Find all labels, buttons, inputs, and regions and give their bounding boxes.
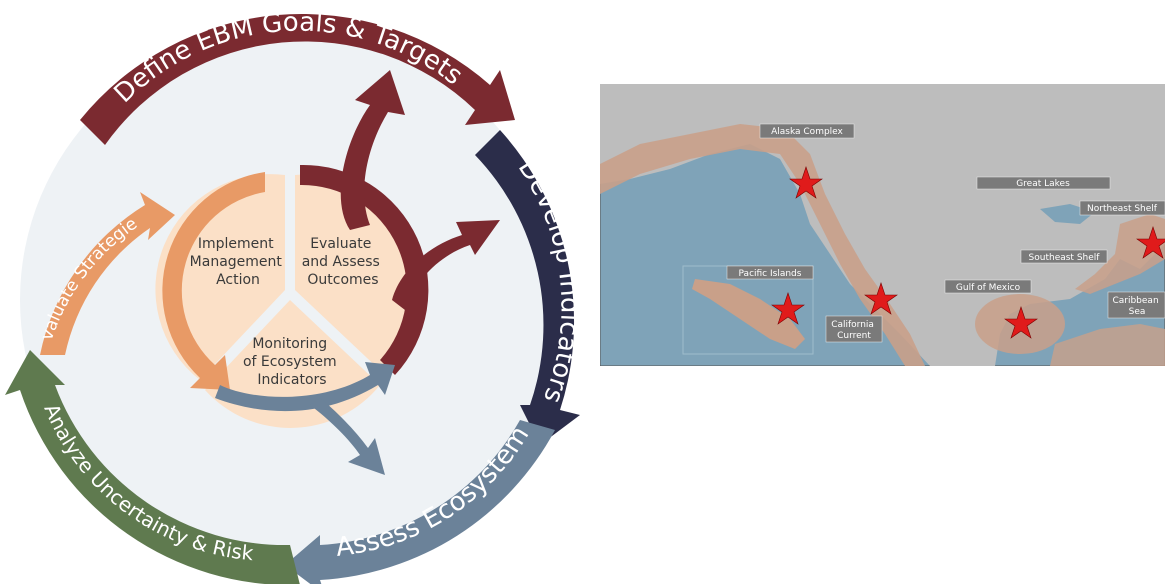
monitoring-label: Monitoring of Ecosystem Indicators (243, 336, 341, 388)
label-alaska: Alaska Complex (759, 123, 855, 139)
svg-text:California Current: California Current (831, 320, 877, 341)
svg-text:Northeast Shelf: Northeast Shelf (1087, 204, 1158, 214)
evaluate-right-arrow (392, 220, 500, 310)
label-california: California Current (825, 315, 883, 343)
core-circle: Implement Management Action Evaluate and… (155, 70, 500, 475)
label-southeast: Southeast Shelf (1020, 249, 1108, 264)
evaluate-arc (300, 164, 429, 375)
analyze-uncertainty-arrow (5, 350, 300, 584)
star-pacific-islands (771, 292, 805, 325)
svg-text:Southeast Shelf: Southeast Shelf (1029, 253, 1101, 263)
region-alaska (600, 124, 925, 366)
label-gulf: Gulf of Mexico (944, 279, 1032, 294)
svg-text:Pacific Islands: Pacific Islands (739, 269, 802, 279)
implement-label: Implement Management Action (190, 236, 287, 288)
svg-text:Great Lakes: Great Lakes (1016, 179, 1070, 189)
assess-ecosystem-arrow (285, 420, 555, 584)
svg-text:Gulf of Mexico: Gulf of Mexico (956, 283, 1021, 293)
evaluate-label: Evaluate and Assess Outcomes (302, 236, 385, 288)
develop-indicators-arrow (475, 130, 580, 445)
implement-arc (162, 172, 265, 390)
region-caribbean (1050, 324, 1165, 366)
ecosystem-region-map: Alaska Complex Great Lakes Northeast She… (600, 84, 1165, 366)
label-great-lakes: Great Lakes (976, 176, 1111, 190)
label-pacific-islands: Pacific Islands (726, 265, 814, 280)
star-alaska (789, 166, 823, 199)
star-gulf (1004, 306, 1038, 339)
label-northeast: Northeast Shelf (1079, 200, 1165, 216)
evaluate-up-arrow (340, 70, 405, 230)
svg-text:Caribbean Sea: Caribbean Sea (1112, 296, 1161, 317)
define-goals-arrow (80, 14, 515, 146)
star-california (864, 282, 898, 315)
monitoring-down-arrow (310, 398, 385, 475)
ebm-cycle-diagram: Define EBM Goals & Targets Develop Indic… (5, 14, 580, 584)
star-northeast (1136, 226, 1165, 259)
region-pacific-islands (692, 279, 805, 349)
svg-text:Alaska Complex: Alaska Complex (771, 127, 843, 137)
monitoring-arrow (215, 362, 395, 412)
evaluate-strategies-arrow (40, 192, 175, 355)
label-caribbean: Caribbean Sea (1107, 291, 1165, 319)
region-east-coast (1075, 214, 1165, 294)
